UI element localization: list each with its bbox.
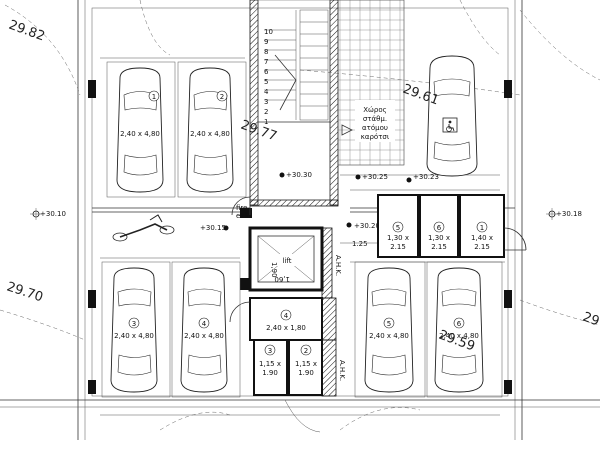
space-number-icon [476, 221, 488, 233]
utility-label: A.H.K. [334, 255, 342, 276]
space-number-icon [453, 317, 465, 329]
space-number: 1 [152, 93, 156, 101]
space-size: 2,40 x 4,80 [369, 332, 409, 340]
accessible-note-line: Χώρος [363, 106, 387, 114]
space-number-icon [383, 317, 395, 329]
fire-exit: fire exit +30.15 [200, 196, 251, 232]
accessible-note-line: ατόμου [362, 124, 388, 132]
storage-unit-4: 4 2,40 x 1,80 [229, 297, 337, 341]
level-marker-icon [346, 222, 352, 228]
stair-number: 4 [264, 88, 269, 96]
storage-unit-1: 1 1,40 x 2.15 [459, 194, 527, 258]
storage-size: 1,15 x [295, 360, 317, 368]
accessible-note-line: στάθμ. [363, 115, 387, 123]
level-left-inner: +30.15 [200, 224, 226, 232]
space-number-icon [280, 309, 292, 321]
motorcycle-icon [112, 214, 175, 242]
lift-dim-horizontal: 1,60 [274, 275, 290, 283]
level-markers: +30.10 +30.18 [30, 208, 582, 220]
storage-number: 6 [437, 224, 442, 232]
lift-dim-vertical: 1,90 [270, 262, 278, 278]
space-number-icon [148, 90, 160, 102]
accessible-note-line: καρότσι [361, 133, 390, 141]
storage-unit-3: 3 1,15 x 1.90 [253, 339, 288, 396]
parking-space-3: 3 2,40 x 4,80 [101, 261, 171, 398]
storage-size: 1,40 x [471, 234, 493, 242]
accessible-area: Χώρος στάθμ. ατόμου καρότσι [337, 0, 500, 191]
fire-exit-label: fire [236, 204, 247, 212]
lift: lift 1,90 1,60 A.H.K. [248, 226, 342, 299]
accessible-parking-space [426, 55, 478, 177]
stair-core: 10 9 8 7 6 5 4 3 2 1 +30.30 [249, 0, 339, 207]
storage-size: 2,40 x 1,80 [266, 324, 306, 332]
fire-exit-label: exit [236, 212, 249, 220]
stair-number: 8 [264, 48, 268, 56]
level-left: +30.10 [40, 210, 66, 218]
level-marker-icon [355, 174, 361, 180]
parking-space-1: 1 2,40 x 4,80 [106, 61, 176, 198]
storage-unit-5: 5 1,30 x 2.15 [377, 194, 419, 258]
storage-size: 1.90 [262, 369, 278, 377]
storage-number: 5 [396, 224, 400, 232]
space-number: 5 [387, 320, 391, 328]
storage-unit-2: 2 1,15 x 1.90 A.H.K. [284, 339, 346, 433]
level-marker-icon [223, 225, 229, 231]
level-stair-landing: +30.30 [286, 171, 312, 179]
elevation-right-edge: 29 [581, 310, 600, 330]
corridor-levels: +30.25 +30.23 +30.20 1.25 [340, 173, 439, 248]
parking-space-2: 2 2,40 x 4,80 [177, 61, 247, 198]
storage-size: 2.15 [390, 243, 406, 251]
stair-number: 6 [264, 68, 269, 76]
stair-number: 10 [264, 28, 273, 36]
level-corridor-b: +30.23 [413, 173, 439, 181]
storage-number: 2 [304, 347, 308, 355]
storage-size: 1.90 [298, 369, 314, 377]
space-size: 2,40 x 4,80 [120, 130, 160, 138]
level-corridor-c: +30.20 [354, 222, 380, 230]
space-size: 2,40 x 4,80 [114, 332, 154, 340]
storage-size: 2.15 [474, 243, 490, 251]
storage-size: 2.15 [431, 243, 447, 251]
stair-number: 9 [264, 38, 268, 46]
space-number-icon [198, 317, 210, 329]
space-number-icon [128, 317, 140, 329]
level-marker-icon [279, 172, 285, 178]
parking-space-5: 5 2,40 x 4,80 [354, 261, 426, 398]
storage-number: 1 [480, 224, 484, 232]
elevation-top-left: 29.82 [7, 18, 47, 45]
lift-label: lift [283, 257, 292, 265]
space-number: 2 [220, 93, 224, 101]
storage-number: 4 [284, 312, 289, 320]
level-right: +30.18 [556, 210, 582, 218]
space-number-icon [264, 344, 276, 356]
space-number: 3 [132, 320, 136, 328]
space-size: 2,40 x 4,80 [190, 130, 230, 138]
level-corridor-a: +30.25 [362, 173, 388, 181]
level-marker-icon [406, 177, 412, 183]
space-size: 2,40 x 4,80 [439, 332, 479, 340]
elevation-left-mid: 29.70 [5, 280, 45, 306]
stair-number: 2 [264, 108, 268, 116]
parking-space-4: 4 2,40 x 4,80 [171, 261, 241, 398]
stair-number: 3 [264, 98, 268, 106]
utility-label: A.H.K. [338, 360, 346, 381]
storage-number: 3 [268, 347, 272, 355]
stair-number: 7 [264, 58, 268, 66]
stair-number: 5 [264, 78, 268, 86]
wheelchair-icon [442, 117, 458, 133]
space-number-icon [433, 221, 445, 233]
space-number-icon [392, 221, 404, 233]
corridor-width: 1.25 [352, 240, 368, 248]
space-number-icon [216, 90, 228, 102]
space-number-icon [300, 344, 312, 356]
space-number: 6 [457, 320, 462, 328]
parking-space-6: 6 2,40 x 4,80 [426, 261, 503, 398]
storage-size: 1,30 x [428, 234, 450, 242]
space-size: 2,40 x 4,80 [184, 332, 224, 340]
space-number: 4 [202, 320, 207, 328]
storage-size: 1,30 x [387, 234, 409, 242]
storage-size: 1,15 x [259, 360, 281, 368]
storage-unit-6: 6 1,30 x 2.15 [419, 194, 459, 258]
